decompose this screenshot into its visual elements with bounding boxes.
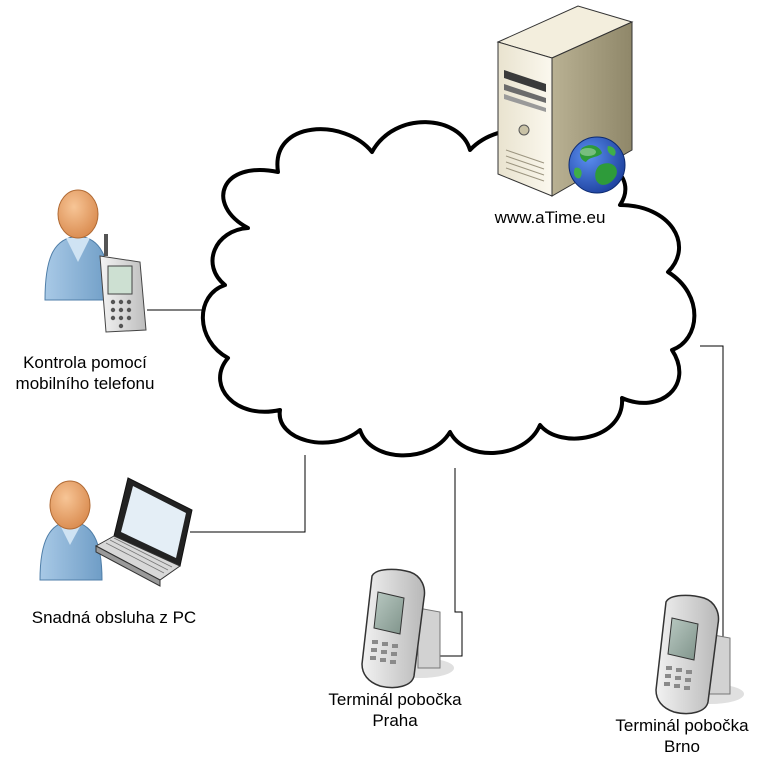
connector-praha <box>438 468 463 657</box>
connection-lines <box>147 309 724 657</box>
terminal-praha-label: Terminál pobočka Praha <box>300 689 490 731</box>
connector-pc <box>190 455 306 533</box>
terminal-brno-line2: Brno <box>664 737 700 756</box>
connector-brno <box>700 345 724 640</box>
attendance-terminal-icon-praha <box>361 568 454 689</box>
internet-cloud-icon <box>200 120 697 458</box>
mobile-user-label-line1: Kontrola pomocí <box>23 353 147 372</box>
globe-icon <box>568 136 626 194</box>
terminal-praha-line2: Praha <box>372 711 418 730</box>
terminal-brno-label: Terminál pobočka Brno <box>594 715 770 757</box>
mobile-user-label-line2: mobilního telefonu <box>15 374 155 393</box>
server-label: www.aTime.eu <box>494 208 606 227</box>
person-with-phone-icon <box>44 189 147 333</box>
mobile-user-label: Kontrola pomocí mobilního telefonu <box>0 352 170 394</box>
person-with-laptop-icon <box>39 477 193 587</box>
attendance-terminal-icon-brno <box>655 594 744 715</box>
pc-user-label: Snadná obsluha z PC <box>31 608 197 627</box>
terminal-brno-line1: Terminál pobočka <box>615 716 749 735</box>
terminal-praha-line1: Terminál pobočka <box>328 690 462 709</box>
